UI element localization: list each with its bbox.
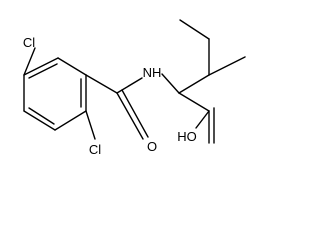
carbonyl-oxygen-label: O bbox=[147, 139, 157, 154]
ring-bond-a-b bbox=[57, 57, 87, 76]
hydroxyl-label: HO bbox=[177, 129, 197, 144]
ring-bond-c-d bbox=[54, 110, 87, 131]
chlorine-label-top: Cl bbox=[23, 35, 35, 50]
bond-cooh-oh bbox=[195, 110, 210, 129]
bond-carbonyl-n bbox=[116, 77, 143, 94]
ring-bond-f-a-inner bbox=[28, 63, 58, 79]
bond-ring-cl-top bbox=[23, 47, 36, 76]
bond-group bbox=[23, 19, 246, 144]
bond-ring-cl-bottom bbox=[85, 110, 96, 140]
ring-bond-f-a bbox=[23, 57, 59, 76]
bond-alpha-cooh bbox=[178, 92, 210, 112]
bond-alpha-beta bbox=[178, 74, 210, 94]
chemical-structure-diagram: Cl Cl NH O HO bbox=[23, 19, 246, 157]
ring-bond-d-e-inner bbox=[28, 107, 55, 125]
bond-n-alpha bbox=[161, 73, 180, 94]
bond-carbonyl-o-1 bbox=[116, 92, 144, 140]
chlorine-label-bottom: Cl bbox=[89, 142, 101, 157]
bond-carbonyl-o-2 bbox=[121, 89, 149, 138]
bond-ch2-ch3 bbox=[179, 19, 210, 40]
amine-nh-label: NH bbox=[143, 65, 162, 80]
bond-beta-methyl bbox=[208, 56, 246, 76]
bond-ring-carbonyl bbox=[85, 74, 118, 94]
atom-label-group: Cl Cl NH O HO bbox=[23, 35, 197, 157]
ring-bond-d-e bbox=[23, 110, 56, 131]
